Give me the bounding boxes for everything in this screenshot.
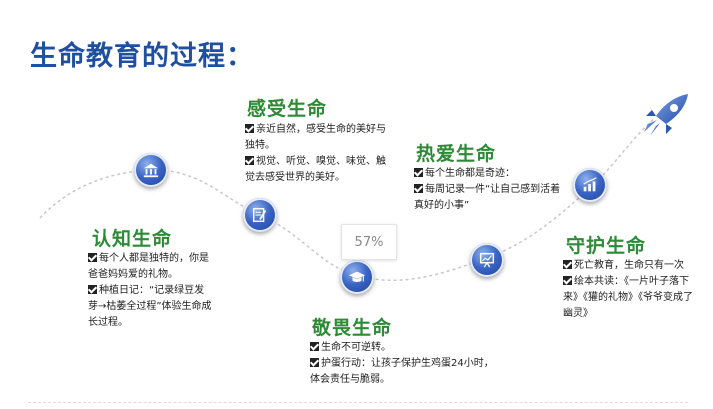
stage-node-5[interactable] xyxy=(573,168,607,202)
checkbox-icon xyxy=(563,260,572,269)
notepad-pen-icon xyxy=(252,207,267,223)
stage-title-2: 感受生命 xyxy=(247,98,328,120)
checkbox-icon xyxy=(310,358,319,367)
checkbox-icon xyxy=(563,276,572,285)
checkbox-icon xyxy=(245,156,254,165)
stage-1-item-1: 每个人都是独特的，你是爸爸妈妈爱的礼物。 xyxy=(88,253,209,280)
stage-2-item-2: 视觉、听觉、嗅觉、味觉、触觉去感受世界的美好。 xyxy=(245,156,386,183)
slide-title: 生命教育的过程： xyxy=(30,41,254,72)
rocket-icon xyxy=(644,94,688,136)
stage-title-5: 守护生命 xyxy=(566,235,647,257)
stage-1-item-2: 种植日记：“记录绿豆发芽→枯萎全过程”体验生命成长过程。 xyxy=(88,285,212,328)
stage-body-5: 死亡教育，生命只有一次 绘本共读：《一片叶子落下来》《獾的礼物》《爷爷变成了幽灵… xyxy=(563,258,701,322)
stage-5-item-2: 绘本共读：《一片叶子落下来》《獾的礼物》《爷爷变成了幽灵》 xyxy=(563,276,693,319)
stage-4-item-1: 每个生命都是奇迹： xyxy=(414,166,564,182)
stage-3-item-1: 生命不可逆转。 xyxy=(310,340,500,356)
stage-node-1[interactable] xyxy=(134,153,168,187)
stage-node-3[interactable] xyxy=(340,260,374,294)
stage-title-1: 认知生命 xyxy=(92,228,173,250)
checkbox-icon xyxy=(88,253,97,262)
checkbox-icon xyxy=(245,124,254,133)
stage-2-item-1: 亲近自然，感受生命的美好与独特。 xyxy=(245,124,386,151)
checkbox-icon xyxy=(414,168,423,177)
stage-title-4: 热爱生命 xyxy=(416,143,497,165)
stage-body-2: 亲近自然，感受生命的美好与独特。 视觉、听觉、嗅觉、味觉、触觉去感受世界的美好。 xyxy=(245,122,387,186)
growth-chart-icon xyxy=(583,177,597,192)
checkbox-icon xyxy=(414,184,423,193)
presentation-board-icon xyxy=(479,252,495,268)
stage-body-3: 生命不可逆转。 护蛋行动：让孩子保护生鸡蛋24小时，体会责任与脆弱。 xyxy=(310,340,500,388)
stage-body-1: 每个人都是独特的，你是爸爸妈妈爱的礼物。 种植日记：“记录绿豆发芽→枯萎全过程”… xyxy=(88,251,214,331)
stage-body-4: 每个生命都是奇迹： 每周记录一件“让自己感到活着真好的小事” xyxy=(414,166,564,214)
checkbox-icon xyxy=(88,285,97,294)
stage-5-item-1: 死亡教育，生命只有一次 xyxy=(563,258,701,274)
stage-title-3: 敬畏生命 xyxy=(312,317,393,339)
stage-3-item-2: 护蛋行动：让孩子保护生鸡蛋24小时，体会责任与脆弱。 xyxy=(310,358,494,385)
stage-node-4[interactable] xyxy=(470,243,504,277)
bottom-divider xyxy=(28,402,688,403)
graduation-cap-icon xyxy=(348,271,366,282)
stage-4-item-2: 每周记录一件“让自己感到活着真好的小事” xyxy=(414,184,561,211)
checkbox-icon xyxy=(310,342,319,351)
building-icon xyxy=(143,163,159,178)
zoom-badge: 57% xyxy=(341,224,397,260)
stage-node-2[interactable] xyxy=(243,198,277,232)
